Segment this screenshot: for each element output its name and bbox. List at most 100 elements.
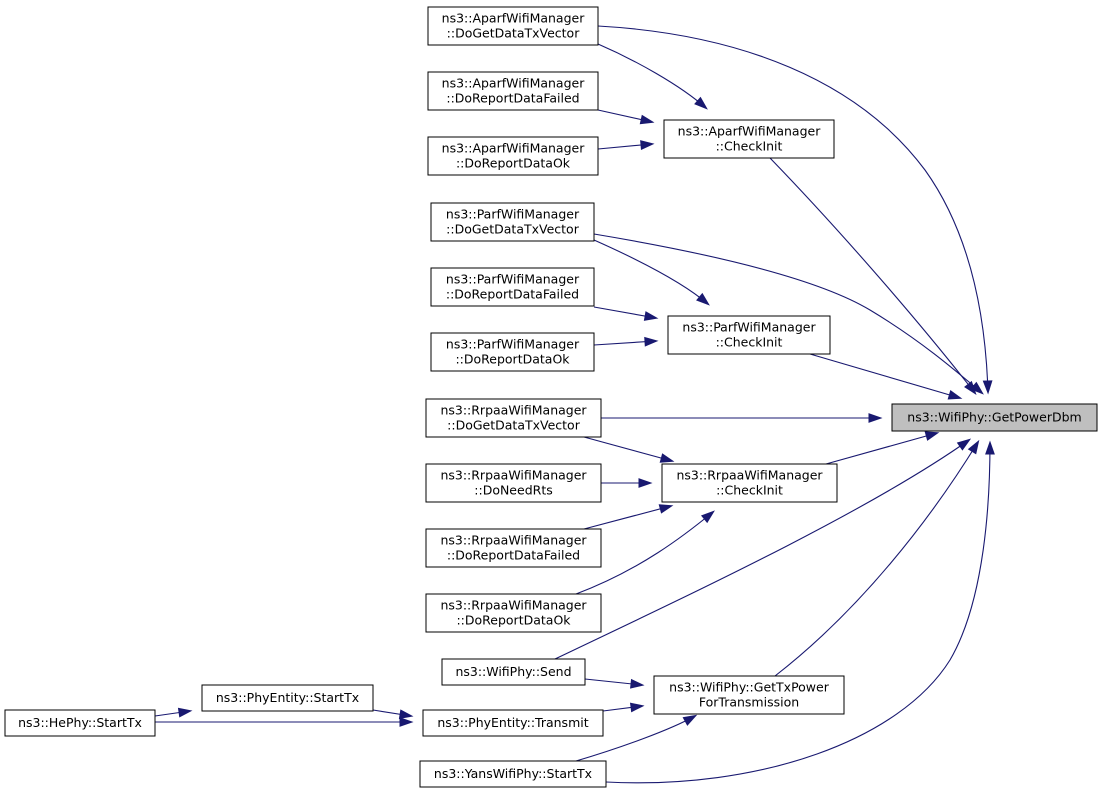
node-parf_failed[interactable]: ns3::ParfWifiManager::DoReportDataFailed [430,267,595,307]
node-box-aparf_getdata[interactable] [427,6,599,46]
node-label-parf_failed-line-1: ::DoReportDataFailed [446,287,579,302]
node-hephy_starttx[interactable]: ns3::HePhy::StartTx [4,709,156,737]
node-box-rrpaa_check[interactable] [661,463,838,503]
edge-parf_ok-to-parf_check [593,336,659,347]
edges-layer [154,25,995,784]
node-phyentity_starttx[interactable]: ns3::PhyEntity::StartTx [201,684,374,712]
node-label-parf_getdata-line-1: ::DoGetDataTxVector [446,222,580,237]
node-box-hephy_starttx[interactable] [4,709,156,737]
node-wifiphy_send[interactable]: ns3::WifiPhy::Send [441,658,586,686]
edge-parf_failed-to-parf_check [593,306,659,321]
nodes-layer: ns3::WifiPhy::GetPowerDbm ns3::AparfWifiM… [4,6,1098,788]
edge-aparf_check-to-root [769,157,977,395]
node-box-rrpaa_ok[interactable] [425,593,602,633]
edge-hephy_starttx-to-phyentity_transmit [155,717,414,727]
node-label-wifiphy_send-line-0: ns3::WifiPhy::Send [455,664,571,679]
node-phyentity_transmit[interactable]: ns3::PhyEntity::Transmit [422,709,604,737]
edge-arrowhead-aparf_ok-to-aparf_check [640,140,655,150]
node-rrpaa_check[interactable]: ns3::RrpaaWifiManager::CheckInit [661,463,838,503]
node-parf_check[interactable]: ns3::ParfWifiManager::CheckInit [667,315,831,355]
node-label-rrpaa_failed-line-1: ::DoReportDataFailed [447,548,580,563]
node-label-rrpaa_getdata-line-0: ns3::RrpaaWifiManager [440,403,587,418]
node-yans_starttx[interactable]: ns3::YansWifiPhy::StartTx [419,760,607,788]
edge-rrpaa_failed-to-rrpaa_check [583,504,674,530]
node-box-yans_starttx[interactable] [419,760,607,788]
node-box-parf_failed[interactable] [430,267,595,307]
node-aparf_check[interactable]: ns3::AparfWifiManager::CheckInit [663,119,835,159]
node-label-aparf_getdata-line-0: ns3::AparfWifiManager [442,11,586,26]
node-label-aparf_failed-line-0: ns3::AparfWifiManager [442,76,586,91]
node-label-rrpaa_ok-line-1: ::DoReportDataOk [456,613,571,628]
node-label-phyentity_transmit-line-0: ns3::PhyEntity::Transmit [437,715,588,730]
node-box-parf_getdata[interactable] [430,202,595,242]
node-label-parf_failed-line-0: ns3::ParfWifiManager [446,272,580,287]
edge-line-parf_getdata-to-root [593,233,983,394]
edge-arrowhead-phyentity_transmit-to-gettxpower [629,702,645,713]
edge-arrowhead-gettxpower-to-root [967,439,980,455]
edge-arrowhead-wifiphy_send-to-gettxpower [630,678,645,689]
node-box-root[interactable] [891,403,1098,432]
node-label-rrpaa_getdata-line-1: ::DoGetDataTxVector [447,418,581,433]
node-rrpaa_failed[interactable]: ns3::RrpaaWifiManager::DoReportDataFaile… [425,528,602,568]
edge-gettxpower-to-root [774,439,980,677]
edge-parf_getdata-to-parf_check [593,239,710,306]
edge-line-parf_getdata-to-parf_check [593,239,709,305]
edge-wifiphy_send-to-gettxpower [584,678,645,689]
edge-arrowhead-parf_getdata-to-parf_check [696,292,710,306]
node-label-gettxpower-line-1: ForTransmission [699,695,799,710]
node-box-rrpaa_rts[interactable] [425,463,602,503]
node-box-phyentity_transmit[interactable] [422,709,604,737]
edge-aparf_getdata-to-root [597,25,993,395]
node-box-rrpaa_getdata[interactable] [425,398,602,438]
edge-arrowhead-parf_check-to-root [947,390,963,400]
node-label-parf_ok-line-1: ::DoReportDataOk [455,352,570,367]
node-box-rrpaa_failed[interactable] [425,528,602,568]
node-aparf_getdata[interactable]: ns3::AparfWifiManager::DoGetDataTxVector [427,6,599,46]
node-parf_ok[interactable]: ns3::ParfWifiManager::DoReportDataOk [430,332,595,372]
node-box-parf_ok[interactable] [430,332,595,372]
node-label-hephy_starttx-line-0: ns3::HePhy::StartTx [18,715,142,730]
node-label-aparf_check-line-0: ns3::AparfWifiManager [678,124,822,139]
node-rrpaa_getdata[interactable]: ns3::RrpaaWifiManager::DoGetDataTxVector [425,398,602,438]
edge-line-yans_starttx-to-root [605,442,991,784]
edge-line-aparf_getdata-to-aparf_check [597,43,707,109]
node-aparf_failed[interactable]: ns3::AparfWifiManager::DoReportDataFaile… [427,71,599,111]
edge-arrowhead-rrpaa_ok-to-rrpaa_check [700,510,715,524]
node-rrpaa_ok[interactable]: ns3::RrpaaWifiManager::DoReportDataOk [425,593,602,633]
node-rrpaa_rts[interactable]: ns3::RrpaaWifiManager::DoNeedRts [425,463,602,503]
node-label-parf_getdata-line-0: ns3::ParfWifiManager [446,207,580,222]
node-label-rrpaa_failed-line-0: ns3::RrpaaWifiManager [440,533,587,548]
node-label-aparf_check-line-1: ::CheckInit [716,139,783,154]
node-box-phyentity_starttx[interactable] [201,684,374,712]
node-box-aparf_failed[interactable] [427,71,599,111]
node-label-phyentity_starttx-line-0: ns3::PhyEntity::StartTx [216,690,359,705]
edge-arrowhead-yans_starttx-to-gettxpower [682,714,698,726]
edge-line-aparf_getdata-to-root [597,25,989,393]
edge-wifiphy_send-to-root [554,438,972,660]
edge-arrowhead-rrpaa_check-to-root [924,431,940,441]
edge-arrowhead-rrpaa_getdata-to-root [868,413,883,423]
edge-arrowhead-hephy_starttx-to-phyentity_transmit [399,717,414,727]
node-label-gettxpower-line-0: ns3::WifiPhy::GetTxPower [669,680,830,695]
edge-arrowhead-aparf_getdata-to-root [982,380,993,395]
edge-parf_getdata-to-root [593,233,984,395]
node-box-parf_check[interactable] [667,315,831,355]
node-root[interactable]: ns3::WifiPhy::GetPowerDbm [891,403,1098,432]
node-box-aparf_check[interactable] [663,119,835,159]
edge-yans_starttx-to-root [605,440,995,784]
edge-rrpaa_getdata-to-rrpaa_check [583,436,675,463]
node-label-aparf_getdata-line-1: ::DoGetDataTxVector [447,26,581,41]
edge-aparf_failed-to-aparf_check [597,109,655,125]
node-box-aparf_ok[interactable] [427,136,599,176]
edge-arrowhead-phyentity_starttx-to-phyentity_transmit [398,709,414,720]
node-box-wifiphy_send[interactable] [441,658,586,686]
node-label-parf_check-line-0: ns3::ParfWifiManager [682,320,816,335]
node-box-gettxpower[interactable] [653,675,845,715]
edge-parf_check-to-root [809,353,963,400]
node-aparf_ok[interactable]: ns3::AparfWifiManager::DoReportDataOk [427,136,599,176]
edge-arrowhead-rrpaa_failed-to-rrpaa_check [658,504,674,514]
edge-arrowhead-aparf_failed-to-aparf_check [639,114,655,125]
node-parf_getdata[interactable]: ns3::ParfWifiManager::DoGetDataTxVector [430,202,595,242]
